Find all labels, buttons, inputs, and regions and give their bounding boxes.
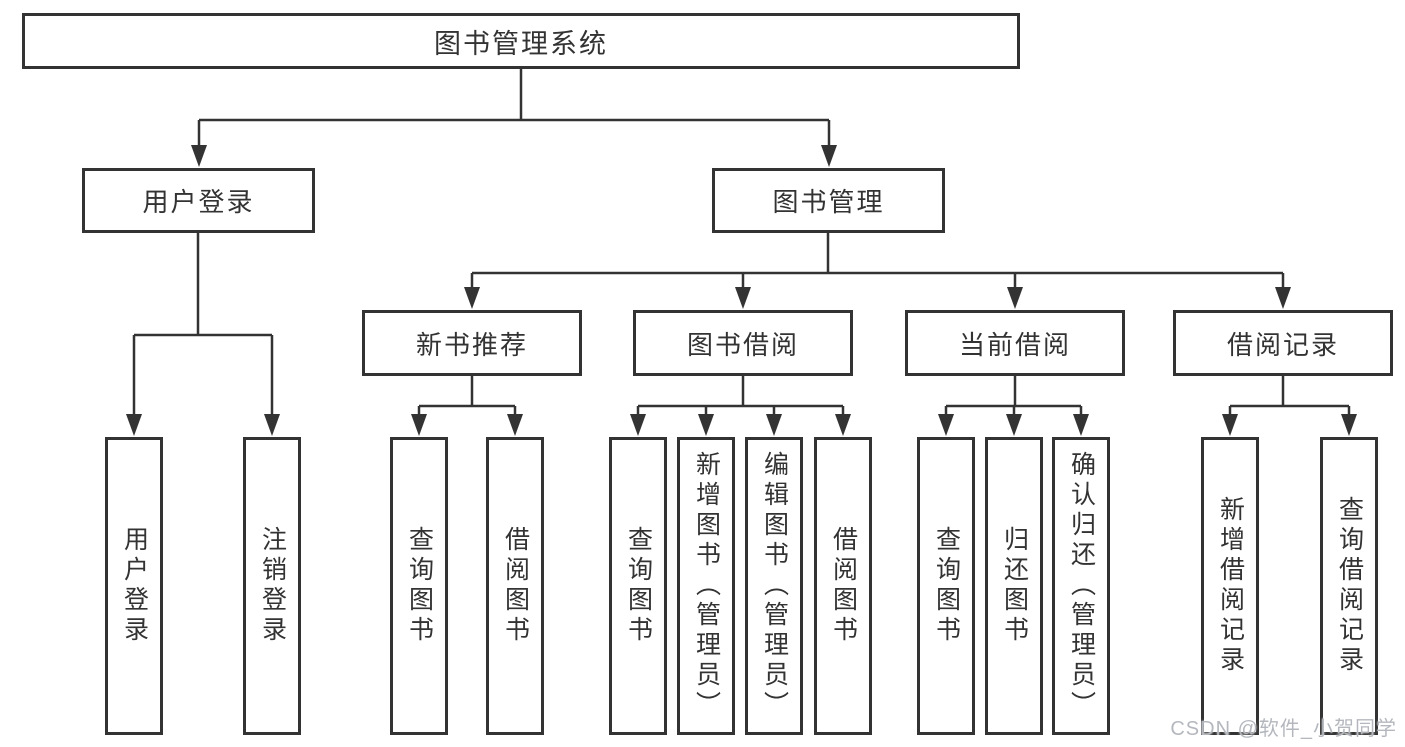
arrowhead-icon <box>1341 414 1357 436</box>
arrowhead-icon <box>1073 414 1089 436</box>
leaf-query-books-current: 查询图书 <box>917 437 975 735</box>
leaf-return-books: 归还图书 <box>985 437 1043 735</box>
arrowhead-icon <box>411 414 427 436</box>
arrowhead-icon <box>1275 287 1291 309</box>
leaf-query-books-recommend: 查询图书 <box>390 437 448 735</box>
arrowhead-icon <box>464 287 480 309</box>
arrowhead-icon <box>766 414 782 436</box>
arrowhead-icon <box>126 414 142 436</box>
leaf-borrow-books: 借阅图书 <box>814 437 872 735</box>
leaf-user-login: 用户登录 <box>105 437 163 735</box>
arrowhead-icon <box>191 145 207 167</box>
leaf-borrow-books-recommend: 借阅图书 <box>486 437 544 735</box>
leaf-logout: 注销登录 <box>243 437 301 735</box>
arrowhead-icon <box>1222 414 1238 436</box>
leaf-add-books-admin: 新增图书（管理员） <box>677 437 735 735</box>
arrowhead-icon <box>264 414 280 436</box>
leaf-query-books-borrow: 查询图书 <box>609 437 667 735</box>
leaf-add-borrow-record: 新增借阅记录 <box>1201 437 1259 735</box>
arrowheads <box>126 145 1357 436</box>
arrowhead-icon <box>698 414 714 436</box>
arrowhead-icon <box>835 414 851 436</box>
arrowhead-icon <box>630 414 646 436</box>
leaf-edit-books-admin: 编辑图书（管理员） <box>745 437 803 735</box>
node-user-login: 用户登录 <box>82 168 315 233</box>
arrowhead-icon <box>1006 414 1022 436</box>
arrowhead-icon <box>938 414 954 436</box>
leaf-confirm-return-admin: 确认归还（管理员） <box>1052 437 1110 735</box>
arrowhead-icon <box>735 287 751 309</box>
node-book-borrow: 图书借阅 <box>633 310 853 376</box>
arrowhead-icon <box>1007 287 1023 309</box>
node-book-management: 图书管理 <box>712 168 945 233</box>
node-new-book-recommend: 新书推荐 <box>362 310 582 376</box>
leaf-query-borrow-record: 查询借阅记录 <box>1320 437 1378 735</box>
arrowhead-icon <box>507 414 523 436</box>
arrowhead-icon <box>821 145 837 167</box>
node-current-borrow: 当前借阅 <box>905 310 1125 376</box>
node-root-system: 图书管理系统 <box>22 13 1020 69</box>
csdn-watermark: CSDN @软件_小贺同学 <box>1170 718 1397 740</box>
node-borrow-records: 借阅记录 <box>1173 310 1393 376</box>
